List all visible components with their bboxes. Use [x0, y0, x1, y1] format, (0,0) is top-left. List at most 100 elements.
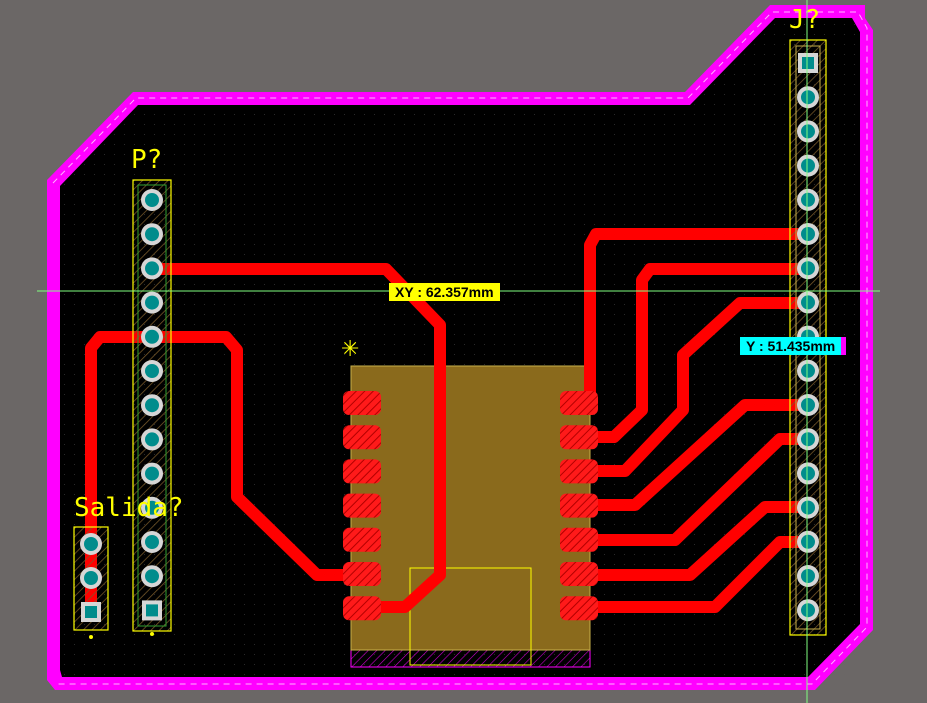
header-j-pin-7[interactable] [797, 257, 819, 280]
pad-hole [801, 261, 815, 276]
trace-j7-to-ic[interactable] [572, 263, 814, 443]
header-j-pins[interactable] [797, 53, 819, 622]
header-j-pin-13[interactable] [797, 462, 819, 485]
header-p-pin-3[interactable] [141, 257, 163, 280]
ic-pad-right-5[interactable] [560, 527, 598, 552]
pad-hole [801, 534, 815, 549]
header-p-pin-6[interactable] [141, 360, 163, 382]
ic-pad-left-5[interactable] [343, 527, 381, 552]
pad-hole [801, 363, 815, 378]
header-p-pin-5[interactable] [141, 325, 163, 348]
pad-hole [801, 466, 815, 481]
header-salida-pins[interactable] [80, 533, 102, 622]
pad-hole [801, 227, 815, 241]
header-j-pin-3[interactable] [797, 120, 819, 143]
header-salida-pin1-dot [89, 635, 93, 639]
pad-hole [84, 571, 98, 585]
pin1-marker-icon: ✳ [341, 337, 359, 362]
pad-hole [801, 158, 815, 173]
header-salida-pin-2[interactable] [80, 567, 102, 589]
header-j-pin-2[interactable] [797, 86, 819, 109]
header-p[interactable] [132, 179, 172, 636]
pad-hole [801, 569, 815, 583]
header-salida-pin-3[interactable] [81, 602, 101, 622]
pad-hole [145, 535, 159, 549]
header-j-pin-6[interactable] [797, 223, 819, 245]
designator-j[interactable]: J? [789, 5, 820, 35]
trace-j13-to-ic[interactable] [572, 501, 814, 581]
header-j-pin-8[interactable] [797, 291, 819, 314]
pad-hole [145, 364, 159, 378]
header-p-pin1-dot [150, 632, 154, 636]
ic-pad-right-6[interactable] [560, 562, 598, 586]
pad-hole [145, 569, 159, 584]
pad-hole [802, 57, 814, 69]
ic-pads[interactable] [343, 391, 598, 621]
header-p-pin-1[interactable] [141, 189, 163, 211]
header-j-pin-12[interactable] [797, 428, 819, 451]
ic-pad-right-3[interactable] [560, 459, 598, 484]
header-j-pin-14[interactable] [797, 496, 819, 519]
header-j-pin-1[interactable] [798, 53, 818, 73]
header-p-pin-9[interactable] [141, 462, 163, 485]
header-p-outline [132, 179, 172, 632]
header-j-pin-4[interactable] [797, 154, 819, 177]
xy-distance-readout: XY : 62.357mm [389, 283, 500, 301]
header-j-pin-10[interactable] [797, 359, 819, 382]
header-j-pin-17[interactable] [797, 599, 819, 622]
trace-p5-to-ic[interactable] [146, 331, 371, 581]
trace-j8-to-ic[interactable] [572, 297, 814, 477]
header-j-pin-5[interactable] [797, 188, 819, 211]
header-p-pin-2[interactable] [141, 223, 163, 246]
ic-pad-right-2[interactable] [560, 425, 598, 450]
header-p-inner [137, 184, 167, 627]
pad-hole [801, 192, 815, 207]
pad-hole [801, 398, 815, 412]
header-j-pin-15[interactable] [797, 530, 819, 553]
ic-footprint[interactable] [350, 365, 591, 668]
pad-hole [145, 261, 159, 276]
pad-hole [145, 500, 159, 515]
header-salida-pin-1[interactable] [80, 533, 102, 555]
pad-hole [801, 500, 815, 515]
trace-p5-to-salida[interactable] [85, 331, 158, 618]
header-j-pin-11[interactable] [797, 394, 819, 416]
header-p-pin-12[interactable] [141, 565, 163, 588]
trace-j11-to-ic[interactable] [572, 399, 814, 511]
pad-hole [801, 295, 815, 310]
ic-pad-right-4[interactable] [560, 493, 598, 518]
pad-hole [85, 606, 97, 618]
ic-pad-right-1[interactable] [560, 391, 598, 415]
ic-inner-outline [409, 567, 532, 666]
ic-pad-right-7[interactable] [560, 596, 598, 621]
pad-hole [84, 537, 98, 551]
pad-hole [145, 295, 159, 310]
ic-pad-left-7[interactable] [343, 596, 381, 621]
header-p-pin-7[interactable] [141, 394, 163, 417]
pad-hole [145, 432, 159, 447]
pad-hole [145, 466, 159, 481]
ic-pad-left-2[interactable] [343, 425, 381, 450]
pad-hole [801, 90, 815, 105]
header-p-pin-11[interactable] [141, 531, 163, 553]
header-p-pins[interactable] [141, 189, 163, 621]
pad-hole [146, 604, 158, 617]
header-j-pin-16[interactable] [797, 565, 819, 587]
header-salida[interactable] [73, 526, 109, 639]
pad-hole [145, 329, 159, 344]
designator-salida[interactable]: Salida? [74, 493, 184, 523]
header-p-pin-10[interactable] [141, 496, 163, 519]
header-p-pin-13[interactable] [142, 600, 162, 621]
pad-hole [801, 603, 815, 618]
ic-keepout [350, 649, 591, 668]
header-p-pin-8[interactable] [141, 428, 163, 451]
ic-pad-left-1[interactable] [343, 391, 381, 415]
designator-p[interactable]: P? [131, 145, 162, 175]
pad-hole [145, 227, 159, 242]
trace-p3-to-ic[interactable] [146, 263, 446, 613]
ic-pad-left-6[interactable] [343, 562, 381, 586]
ic-pad-left-4[interactable] [343, 493, 381, 518]
ic-pad-left-3[interactable] [343, 459, 381, 484]
header-p-pin-4[interactable] [141, 291, 163, 314]
